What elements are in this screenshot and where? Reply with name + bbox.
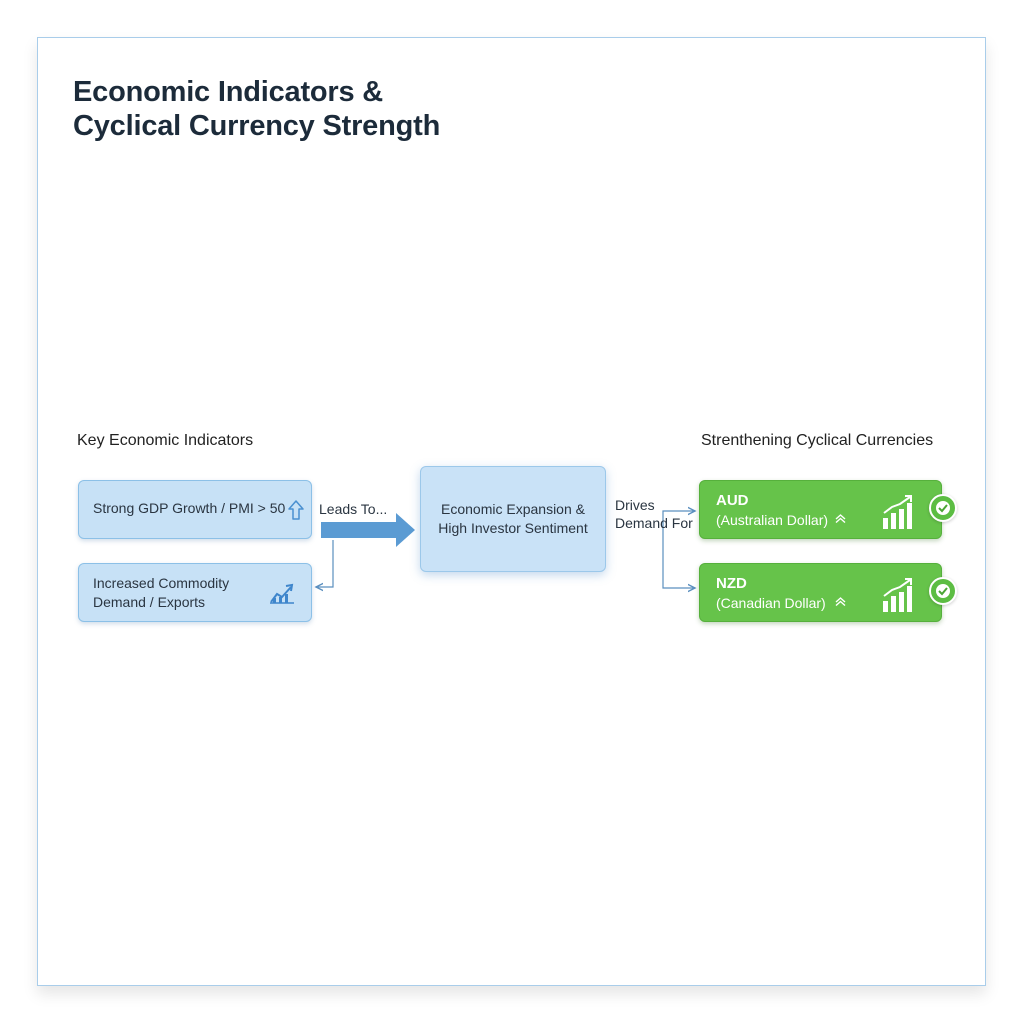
currency-name: (Canadian Dollar) [716,595,826,611]
indicator-commodity-demand: Increased Commodity Demand / Exports [78,563,312,622]
growth-bars-icon [882,577,916,618]
aud-connector [662,511,695,531]
page-title: Economic Indicators & Cyclical Currency … [73,76,441,142]
commodity-connector [316,540,334,587]
currency-nzd: NZD (Canadian Dollar) [699,563,957,622]
economic-expansion-box: Economic Expansion & High Investor Senti… [420,466,606,572]
chevron-up-icon [835,597,846,609]
indicators-section-label: Key Economic Indicators [77,432,254,449]
chevron-up-icon [835,514,846,526]
arrow-up-icon [288,500,304,523]
check-badge-icon [929,494,957,522]
leads-to-arrow [321,513,415,547]
currency-aud: AUD (Australian Dollar) [699,480,957,539]
currencies-section-label: Strenthening Cyclical Currencies [701,432,934,449]
drives-demand-label: Drives Demand For [615,497,693,531]
growth-bars-icon [882,494,916,535]
indicator-gdp-text: Strong GDP Growth / PMI > 50 [93,500,286,516]
check-badge-icon [929,577,957,605]
currency-code: NZD [716,575,747,592]
nzd-connector [662,531,695,588]
currency-code: AUD [716,492,749,509]
trend-chart-icon [269,582,295,607]
leads-to-label: Leads To... [319,501,388,517]
currency-name: (Australian Dollar) [716,512,829,528]
indicator-gdp-growth: Strong GDP Growth / PMI > 50 [78,480,312,539]
indicator-commodity-text: Increased Commodity Demand / Exports [93,575,230,610]
